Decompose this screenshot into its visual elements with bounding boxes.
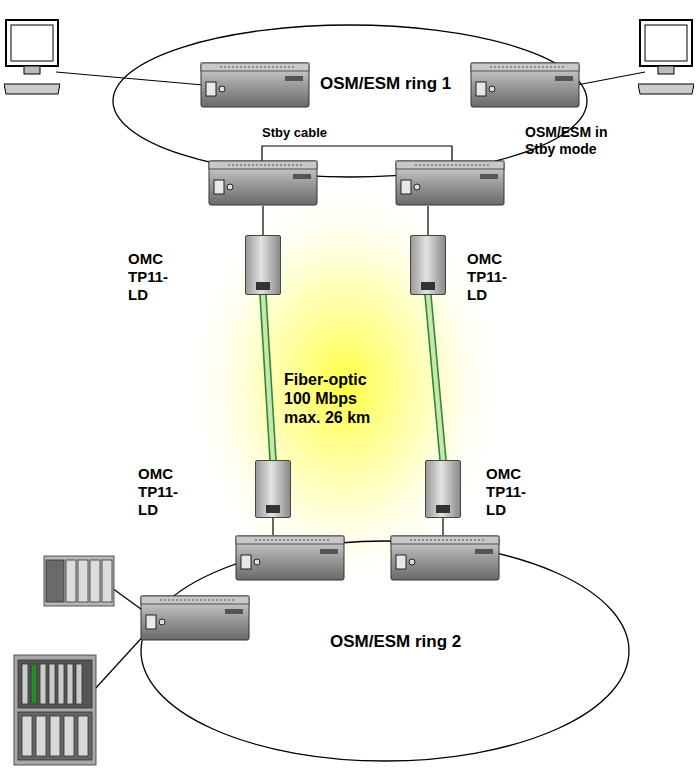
plc-rack <box>44 556 114 606</box>
media-converter: OMC TP11-LD <box>245 235 281 295</box>
annotation-label: Stby cable <box>262 125 327 141</box>
converter-port <box>266 505 280 513</box>
switch <box>141 596 249 640</box>
switch <box>236 536 344 580</box>
fiber-optic-link <box>425 295 446 460</box>
media-converter: OMC TP11-LD <box>425 460 461 518</box>
switch <box>471 63 579 107</box>
annotation-label: OSM/ESM in Stby mode <box>525 124 625 158</box>
media-converter: OMC TP11-LD <box>255 460 291 518</box>
media-converter: OMC TP11-LD <box>410 235 446 295</box>
switch <box>391 536 499 580</box>
pc-left <box>4 20 60 94</box>
switch <box>209 161 317 205</box>
switch <box>396 161 504 205</box>
ring-network: OSM/ESM ring 2 <box>140 540 630 762</box>
converter-port <box>421 282 435 290</box>
ring-label: OSM/ESM ring 2 <box>330 632 461 652</box>
converter-port <box>436 505 450 513</box>
ring-label: OSM/ESM ring 1 <box>320 74 451 94</box>
device-label: OMC TP11-LD <box>128 250 168 304</box>
pc-right <box>638 20 694 94</box>
switch <box>201 63 309 107</box>
annotation-label: Fiber-optic 100 Mbps max. 26 km <box>284 370 388 428</box>
device-label: OMC TP11-LD <box>138 465 178 519</box>
device-label: OMC TP11-LD <box>467 250 507 304</box>
ring-outline <box>112 24 588 178</box>
converter-port <box>256 282 270 290</box>
device-label: OMC TP11-LD <box>486 465 526 519</box>
yellow-glow <box>180 175 510 595</box>
plc-cabinet <box>14 655 96 765</box>
ring-network: OSM/ESM ring 1 <box>112 24 588 178</box>
fiber-optic-link <box>260 295 276 460</box>
